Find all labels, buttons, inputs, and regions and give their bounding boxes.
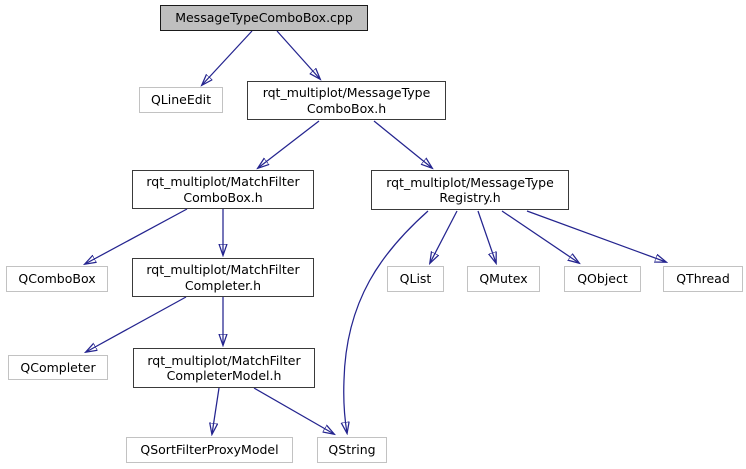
node-label: QObject (577, 271, 628, 287)
node-qsortfilterproxymodel: QSortFilterProxyModel (126, 437, 293, 463)
node-label-line1: rqt_multiplot/MatchFilter (147, 352, 301, 368)
node-label: MessageTypeComboBox.cpp (175, 10, 353, 26)
node-qlineedit: QLineEdit (139, 87, 223, 113)
edge-messagetype-registry-h-to-qobject (501, 210, 579, 263)
node-label-line1: rqt_multiplot/MatchFilter (146, 262, 300, 277)
node-label: QSortFilterProxyModel (140, 442, 279, 458)
edge-cpp-to-messagetype-combobox-h (276, 30, 320, 79)
edge-matchfilter-combobox-h-to-qcombobox (85, 208, 188, 264)
node-qcompleter: QCompleter (8, 355, 108, 380)
edge-messagetype-registry-h-to-qthread (526, 210, 666, 262)
node-label-line2: Registry.h (439, 190, 501, 205)
edge-messagetype-combobox-h-to-messagetype-registry-h (373, 120, 432, 168)
node-qcombobox: QComboBox (6, 266, 108, 292)
edge-messagetype-registry-h-to-qlist (430, 210, 458, 263)
node-label-line1: rqt_multiplot/MessageType (262, 85, 431, 100)
node-label-line1: rqt_multiplot/MatchFilter (146, 174, 300, 189)
node-label: QString (328, 442, 376, 458)
node-messagetypecombobox-cpp: MessageTypeComboBox.cpp (160, 5, 368, 31)
node-label: QComboBox (18, 271, 96, 287)
node-qmutex: QMutex (467, 266, 540, 292)
node-messagetype-combobox-h[interactable]: rqt_multiplot/MessageType ComboBox.h (247, 81, 446, 120)
node-label: QThread (676, 271, 730, 287)
node-matchfilter-completermodel-h[interactable]: rqt_multiplot/MatchFilter CompleterModel… (133, 348, 315, 388)
edge-matchfilter-completer-h-to-qcompleter (86, 296, 187, 352)
node-matchfilter-combobox-h[interactable]: rqt_multiplot/MatchFilter ComboBox.h (132, 170, 314, 209)
node-qobject: QObject (564, 266, 641, 292)
node-qstring: QString (317, 437, 387, 463)
node-label-line2: CompleterModel.h (166, 368, 282, 383)
node-label: QCompleter (20, 359, 96, 375)
edge-messagetype-registry-h-to-qmutex (477, 210, 496, 263)
node-label-line1: rqt_multiplot/MessageType (386, 174, 554, 190)
node-label-line2: Completer.h (184, 277, 262, 293)
edge-messagetype-registry-h-to-qstring (344, 210, 429, 433)
node-qthread: QThread (663, 266, 743, 292)
node-label-line2: ComboBox.h (183, 189, 263, 205)
edge-messagetype-combobox-h-to-matchfilter-combobox-h (258, 120, 320, 168)
edge-cpp-to-qlineedit (202, 30, 253, 85)
node-label: QLineEdit (150, 92, 212, 108)
node-matchfilter-completer-h[interactable]: rqt_multiplot/MatchFilter Completer.h (132, 258, 314, 297)
edge-matchfilter-completermodel-h-to-qsortfilterproxymodel (212, 387, 220, 434)
node-label: QList (399, 271, 432, 287)
node-qlist: QList (387, 266, 444, 292)
node-messagetype-registry-h[interactable]: rqt_multiplot/MessageType Registry.h (371, 170, 569, 210)
edge-matchfilter-completermodel-h-to-qstring (253, 387, 334, 434)
node-label: QMutex (479, 271, 528, 287)
node-label-line2: ComboBox.h (306, 100, 387, 116)
